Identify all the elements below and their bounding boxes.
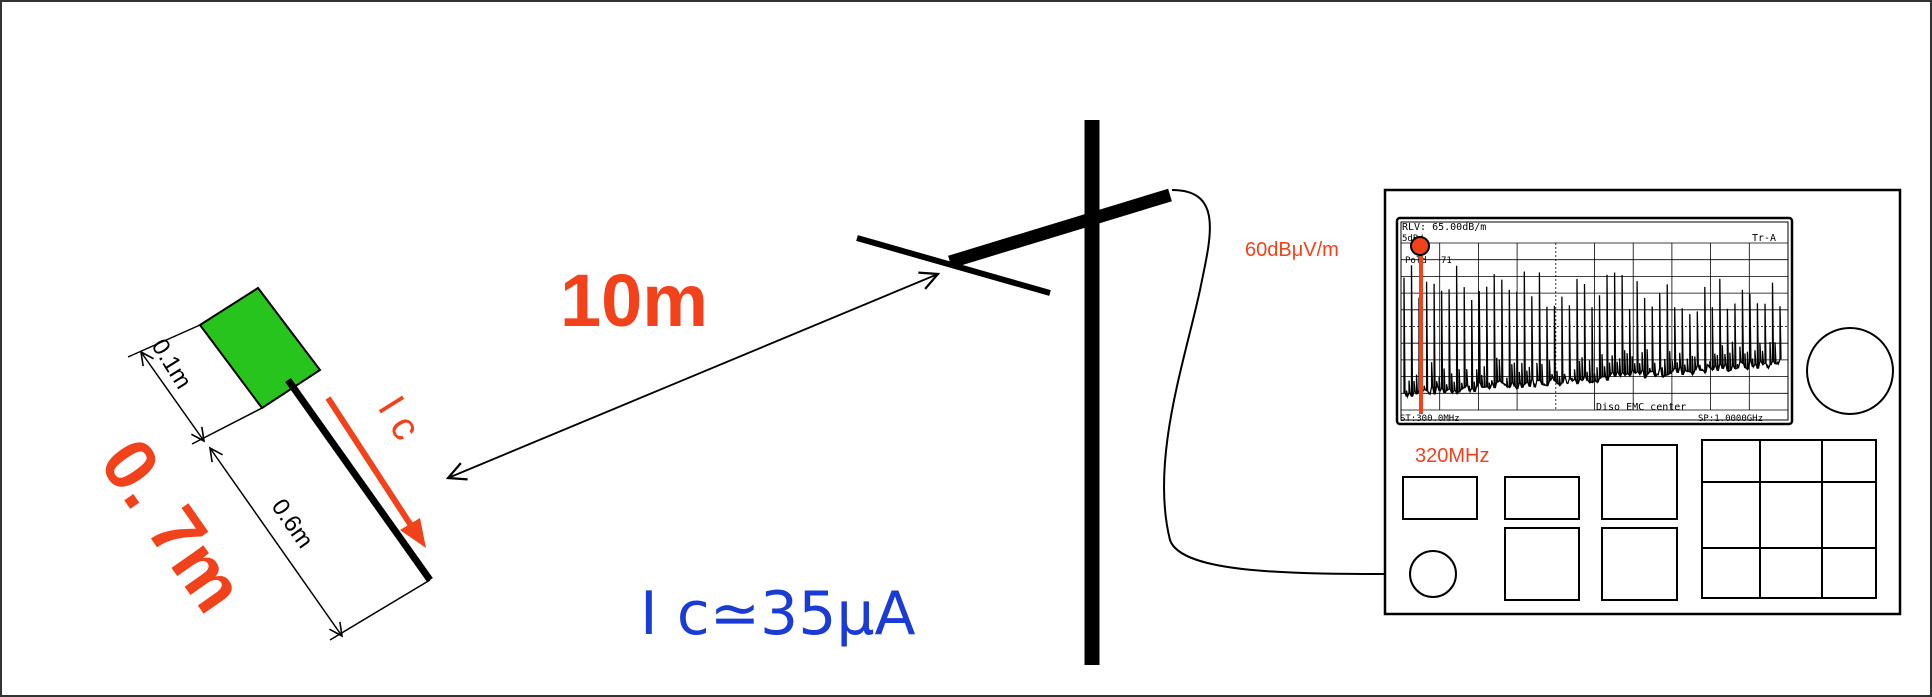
- distance-arrow: [448, 274, 938, 478]
- dim-arrow-small: [141, 352, 204, 441]
- soft-key-2[interactable]: [1504, 476, 1580, 520]
- footer-center-text: Diso EMC center: [1596, 402, 1686, 413]
- dim-arrow-cable: [210, 448, 342, 636]
- keypad[interactable]: [1701, 439, 1877, 599]
- coax-cable: [1163, 189, 1411, 576]
- field-level-label: 60dBμV/m: [1245, 239, 1339, 261]
- marker-row-b: 71: [1441, 256, 1452, 266]
- dimension-lines: [127, 324, 431, 641]
- distance-label: 10m: [560, 259, 708, 342]
- marker-freq-label: 320MHz: [1415, 445, 1489, 467]
- stop-freq-text: SP:1.0000GHz: [1698, 414, 1763, 424]
- marker-row-a: Pold: [1405, 256, 1427, 266]
- cable: [285, 377, 433, 583]
- current-label: I c: [369, 389, 429, 448]
- green-board-icon: [198, 286, 322, 410]
- soft-key-3[interactable]: [1601, 444, 1678, 520]
- pcb-with-cable: [198, 286, 433, 583]
- total-length-label: 0. 7m: [85, 424, 262, 627]
- mode-text: Tr-A: [1752, 233, 1776, 244]
- dim-label-small: 0.1m: [146, 334, 197, 394]
- soft-key-5[interactable]: [1601, 527, 1678, 601]
- soft-key-1[interactable]: [1402, 476, 1478, 520]
- spectrum-trace: [1403, 265, 1782, 399]
- current-formula: I c≃35μA: [640, 579, 916, 649]
- scale-text: 5dB/: [1402, 234, 1424, 244]
- current-arrow: [325, 396, 417, 532]
- marker-dot-icon: [1410, 236, 1430, 256]
- dial-knob-icon[interactable]: [1806, 327, 1894, 415]
- soft-key-4[interactable]: [1504, 527, 1580, 601]
- spectrum-analyzer-icon: [1383, 188, 1902, 616]
- dipole-antenna-icon: [856, 120, 1172, 665]
- start-freq-text: ST:300.0MHz: [1400, 414, 1460, 424]
- ref-level-text: RLV: 65.00dB/m: [1402, 222, 1486, 233]
- rf-input-connector[interactable]: [1409, 550, 1457, 598]
- current-arrowhead-icon: [400, 518, 426, 548]
- dim-label-cable: 0.6m: [266, 494, 319, 553]
